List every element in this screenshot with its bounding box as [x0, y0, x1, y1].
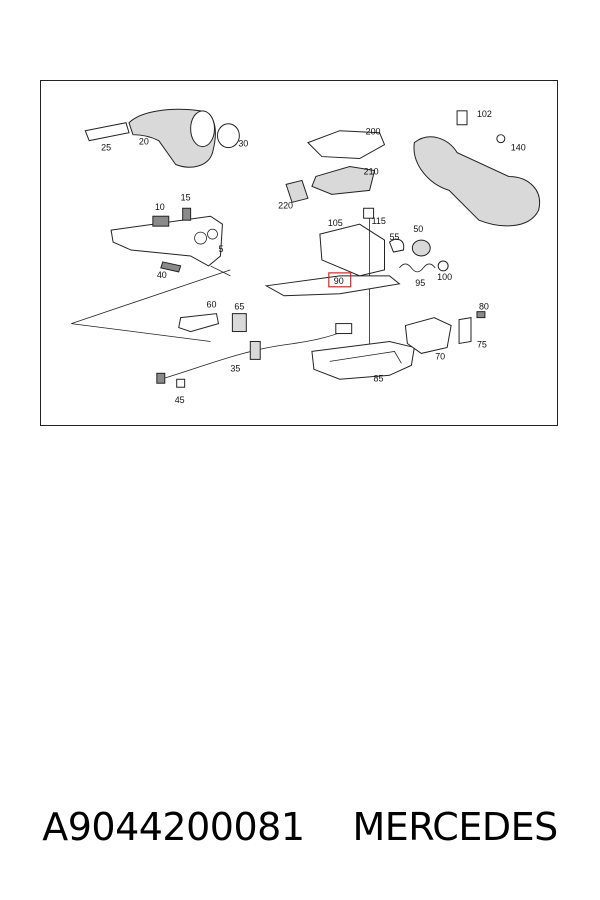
label-95: 95	[415, 278, 425, 288]
label-85: 85	[374, 373, 384, 383]
lever-handle-group	[84, 108, 240, 168]
brand-name: MERCEDES	[352, 805, 559, 849]
parts-diagram: 25 20 30 200 210 220 102 140 15 10 5 40 …	[40, 80, 558, 426]
label-102: 102	[477, 109, 492, 119]
label-20: 20	[139, 137, 149, 147]
label-5: 5	[218, 244, 223, 254]
label-10: 10	[155, 202, 165, 212]
label-50: 50	[413, 224, 423, 234]
label-45: 45	[175, 395, 185, 405]
tray-and-module-group	[311, 311, 486, 380]
label-35: 35	[230, 363, 240, 373]
exploded-view-drawing: 25 20 30 200 210 220 102 140 15 10 5 40 …	[71, 108, 541, 405]
label-55: 55	[389, 232, 399, 242]
label-140: 140	[511, 143, 526, 153]
lever-bracket-group	[110, 207, 231, 277]
product-caption: A9044200081 MERCEDES	[0, 805, 600, 865]
label-200: 200	[366, 127, 381, 137]
label-40: 40	[157, 270, 167, 280]
label-80: 80	[479, 302, 489, 312]
label-75: 75	[477, 339, 487, 349]
label-90: 90	[334, 276, 344, 286]
label-60: 60	[207, 300, 217, 310]
label-65: 65	[234, 302, 244, 312]
label-220: 220	[278, 200, 293, 210]
label-105: 105	[328, 218, 343, 228]
label-15: 15	[181, 192, 191, 202]
brake-cable-group	[156, 323, 353, 388]
label-210: 210	[364, 166, 379, 176]
label-30: 30	[238, 139, 248, 149]
console-cover-group	[285, 130, 386, 203]
part-number: A9044200081	[42, 805, 305, 849]
label-100: 100	[437, 272, 452, 282]
center-mechanism-group	[264, 207, 449, 370]
support-bracket-group	[71, 269, 247, 342]
label-25: 25	[101, 143, 111, 153]
release-handle-group	[413, 110, 541, 227]
label-115: 115	[372, 216, 386, 226]
label-70: 70	[435, 351, 445, 361]
